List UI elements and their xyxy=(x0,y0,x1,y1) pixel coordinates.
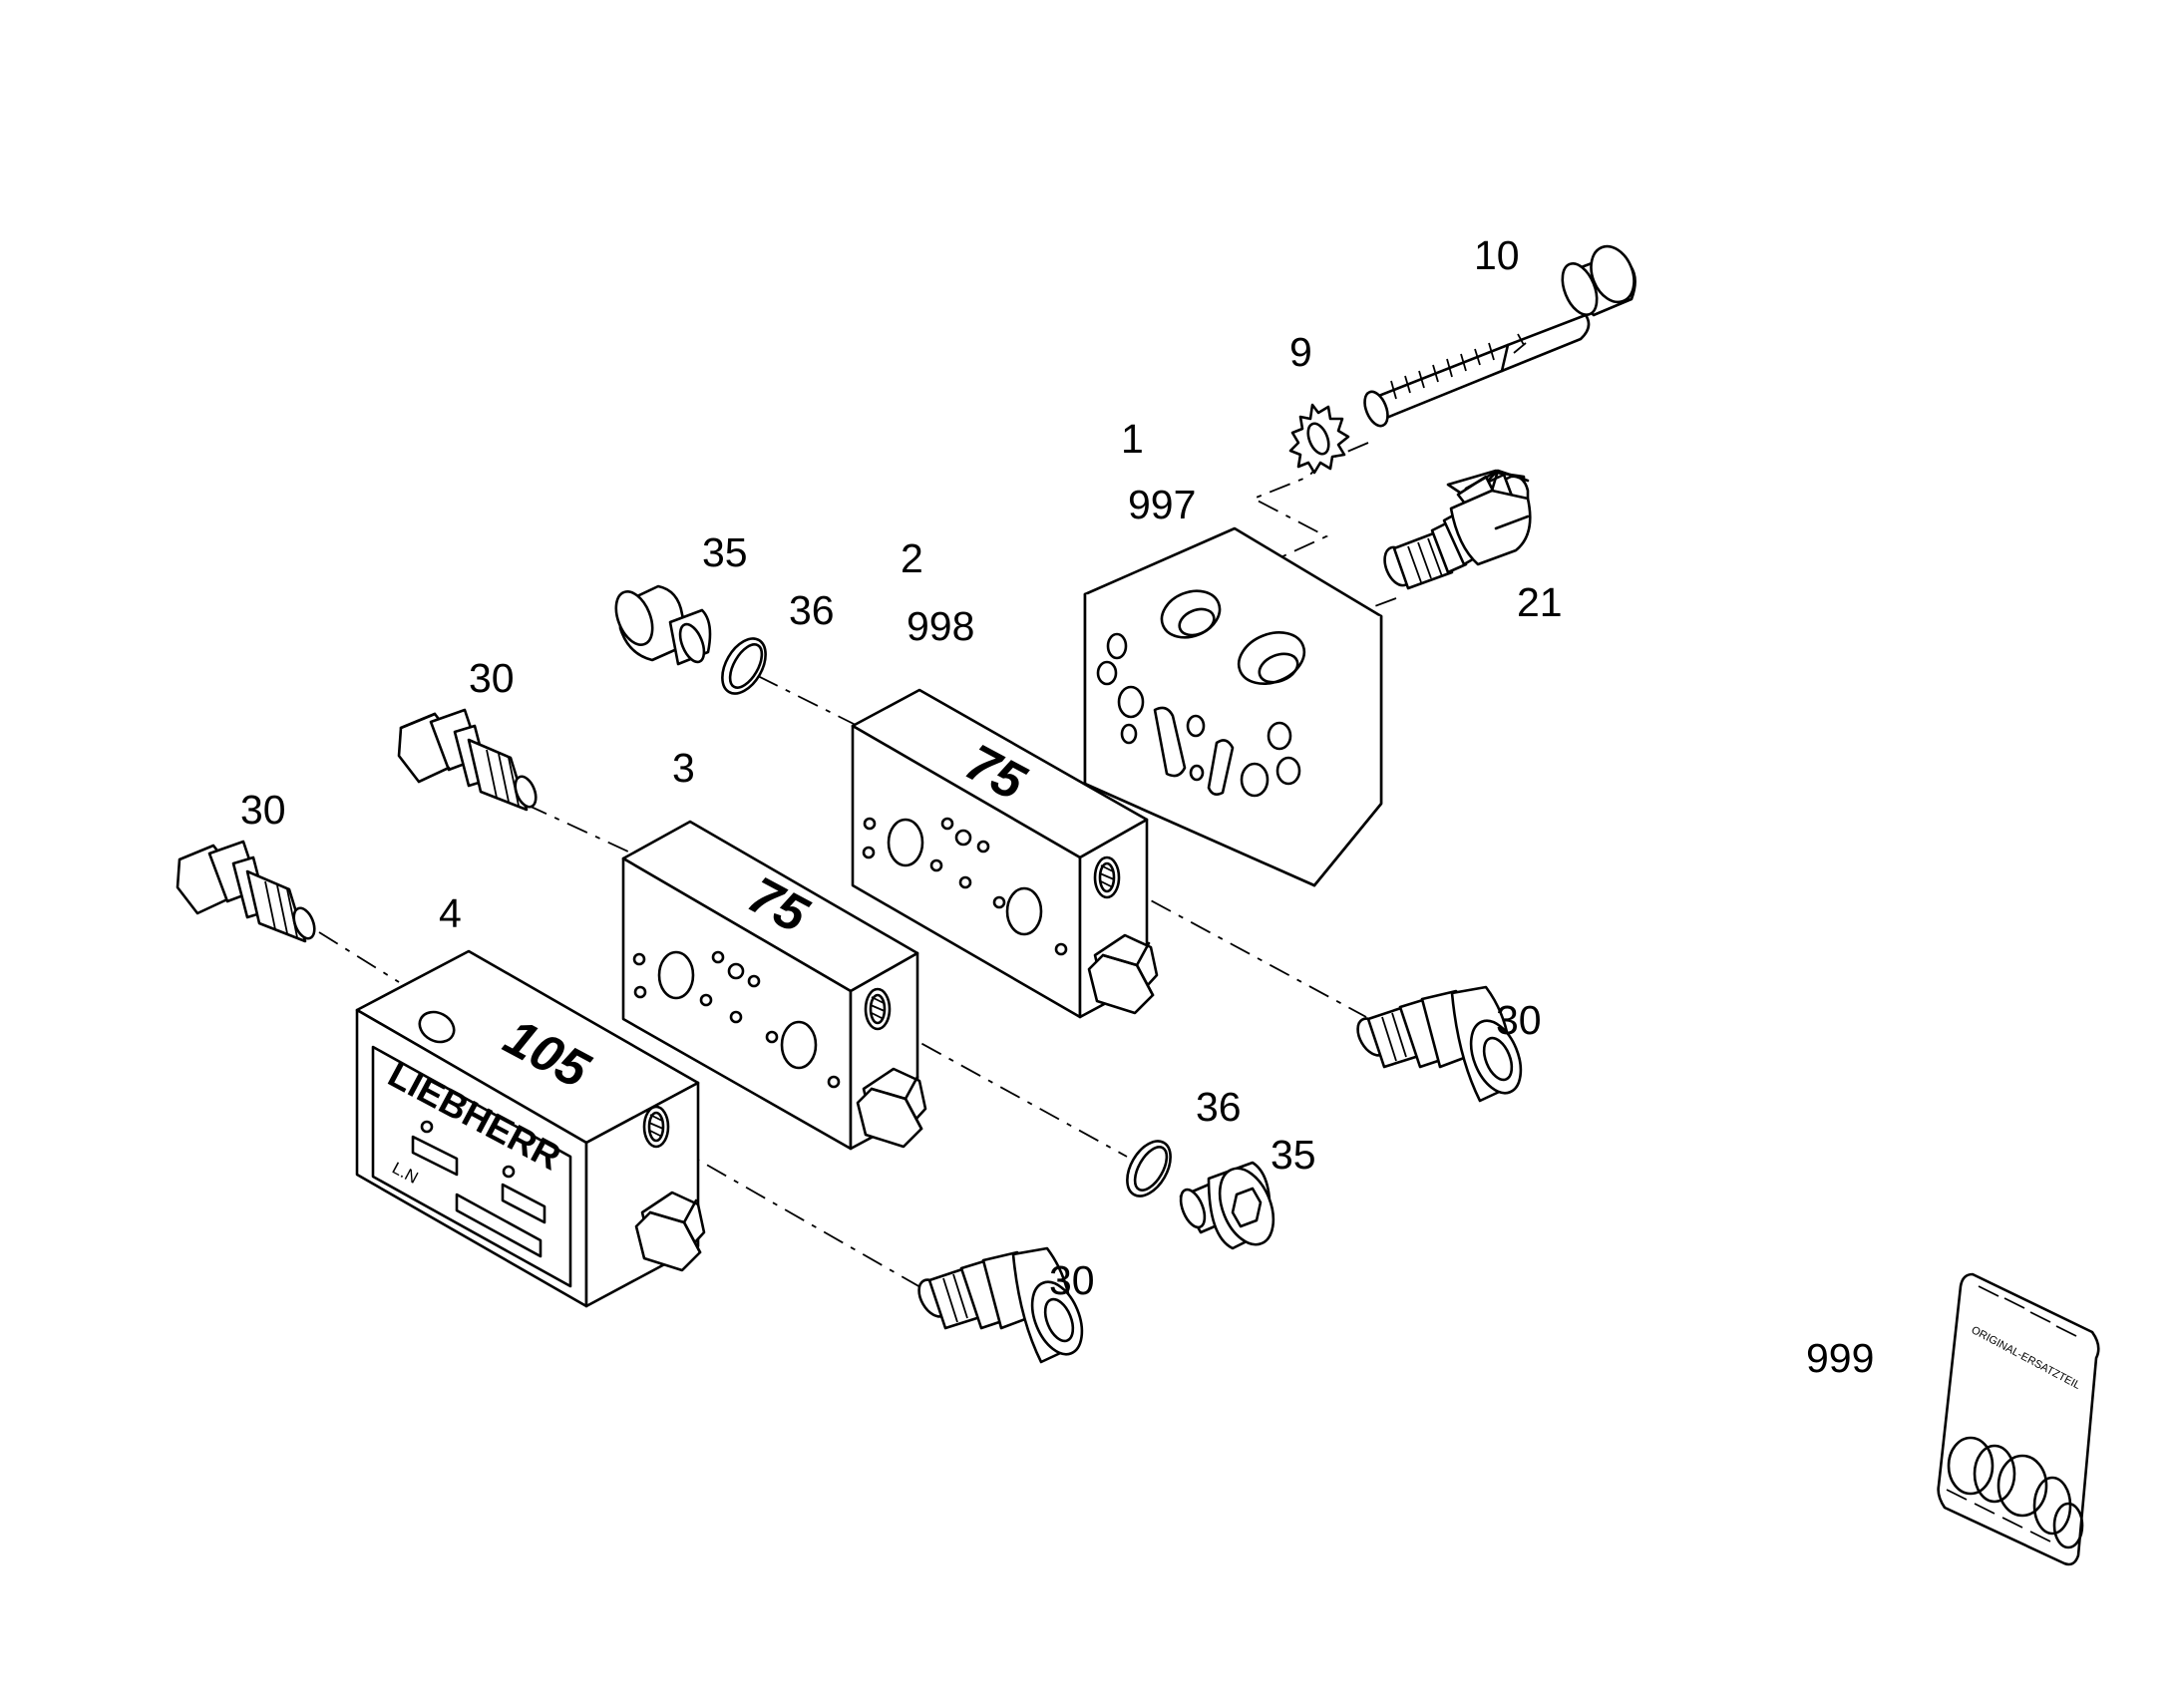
valve-block-3: 75 xyxy=(621,820,919,1151)
plug-block-3 xyxy=(856,1067,927,1149)
callout-36-upper: 36 xyxy=(789,587,835,633)
callout-30-right: 30 xyxy=(1496,997,1542,1043)
seal-kit-bag-999: ORIGINAL-ERSATZTEIL xyxy=(1937,1272,2100,1566)
plug-35-lower xyxy=(1179,1161,1275,1250)
fitting-30-right xyxy=(1356,985,1523,1103)
plug-block-4 xyxy=(634,1191,706,1272)
callout-3: 3 xyxy=(672,745,695,791)
cap-screw-10 xyxy=(1363,244,1636,428)
callout-9: 9 xyxy=(1289,329,1312,375)
callout-36-lower: 36 xyxy=(1196,1084,1242,1130)
plug-35-upper xyxy=(614,584,712,666)
callout-10: 10 xyxy=(1474,232,1520,278)
callout-998: 998 xyxy=(907,603,974,649)
fitting-30-upper xyxy=(397,708,538,812)
valve-block-2: 75 xyxy=(851,688,1149,1019)
fitting-30-bottom xyxy=(917,1246,1084,1364)
callout-997: 997 xyxy=(1128,482,1196,527)
fitting-30-left xyxy=(176,840,316,943)
fitting-21 xyxy=(1383,469,1532,590)
callout-4: 4 xyxy=(439,890,462,936)
callout-labels: 10 9 1 997 21 35 36 2 998 30 3 30 4 30 3… xyxy=(240,232,1874,1381)
seal-36-lower xyxy=(1126,1140,1172,1197)
callout-2: 2 xyxy=(901,535,923,581)
valve-block-1 xyxy=(1083,526,1383,887)
callout-30-upper: 30 xyxy=(469,655,515,701)
callout-1: 1 xyxy=(1121,416,1144,462)
seal-36-upper xyxy=(721,637,767,695)
callout-30-bottom: 30 xyxy=(1049,1257,1095,1303)
callout-999: 999 xyxy=(1806,1335,1874,1381)
callout-21: 21 xyxy=(1517,579,1563,625)
lock-washer-9 xyxy=(1288,403,1350,475)
callout-35-lower: 35 xyxy=(1271,1132,1316,1178)
plug-block-2 xyxy=(1087,933,1159,1015)
callout-35-upper: 35 xyxy=(702,529,748,575)
callout-30-left: 30 xyxy=(240,787,286,833)
